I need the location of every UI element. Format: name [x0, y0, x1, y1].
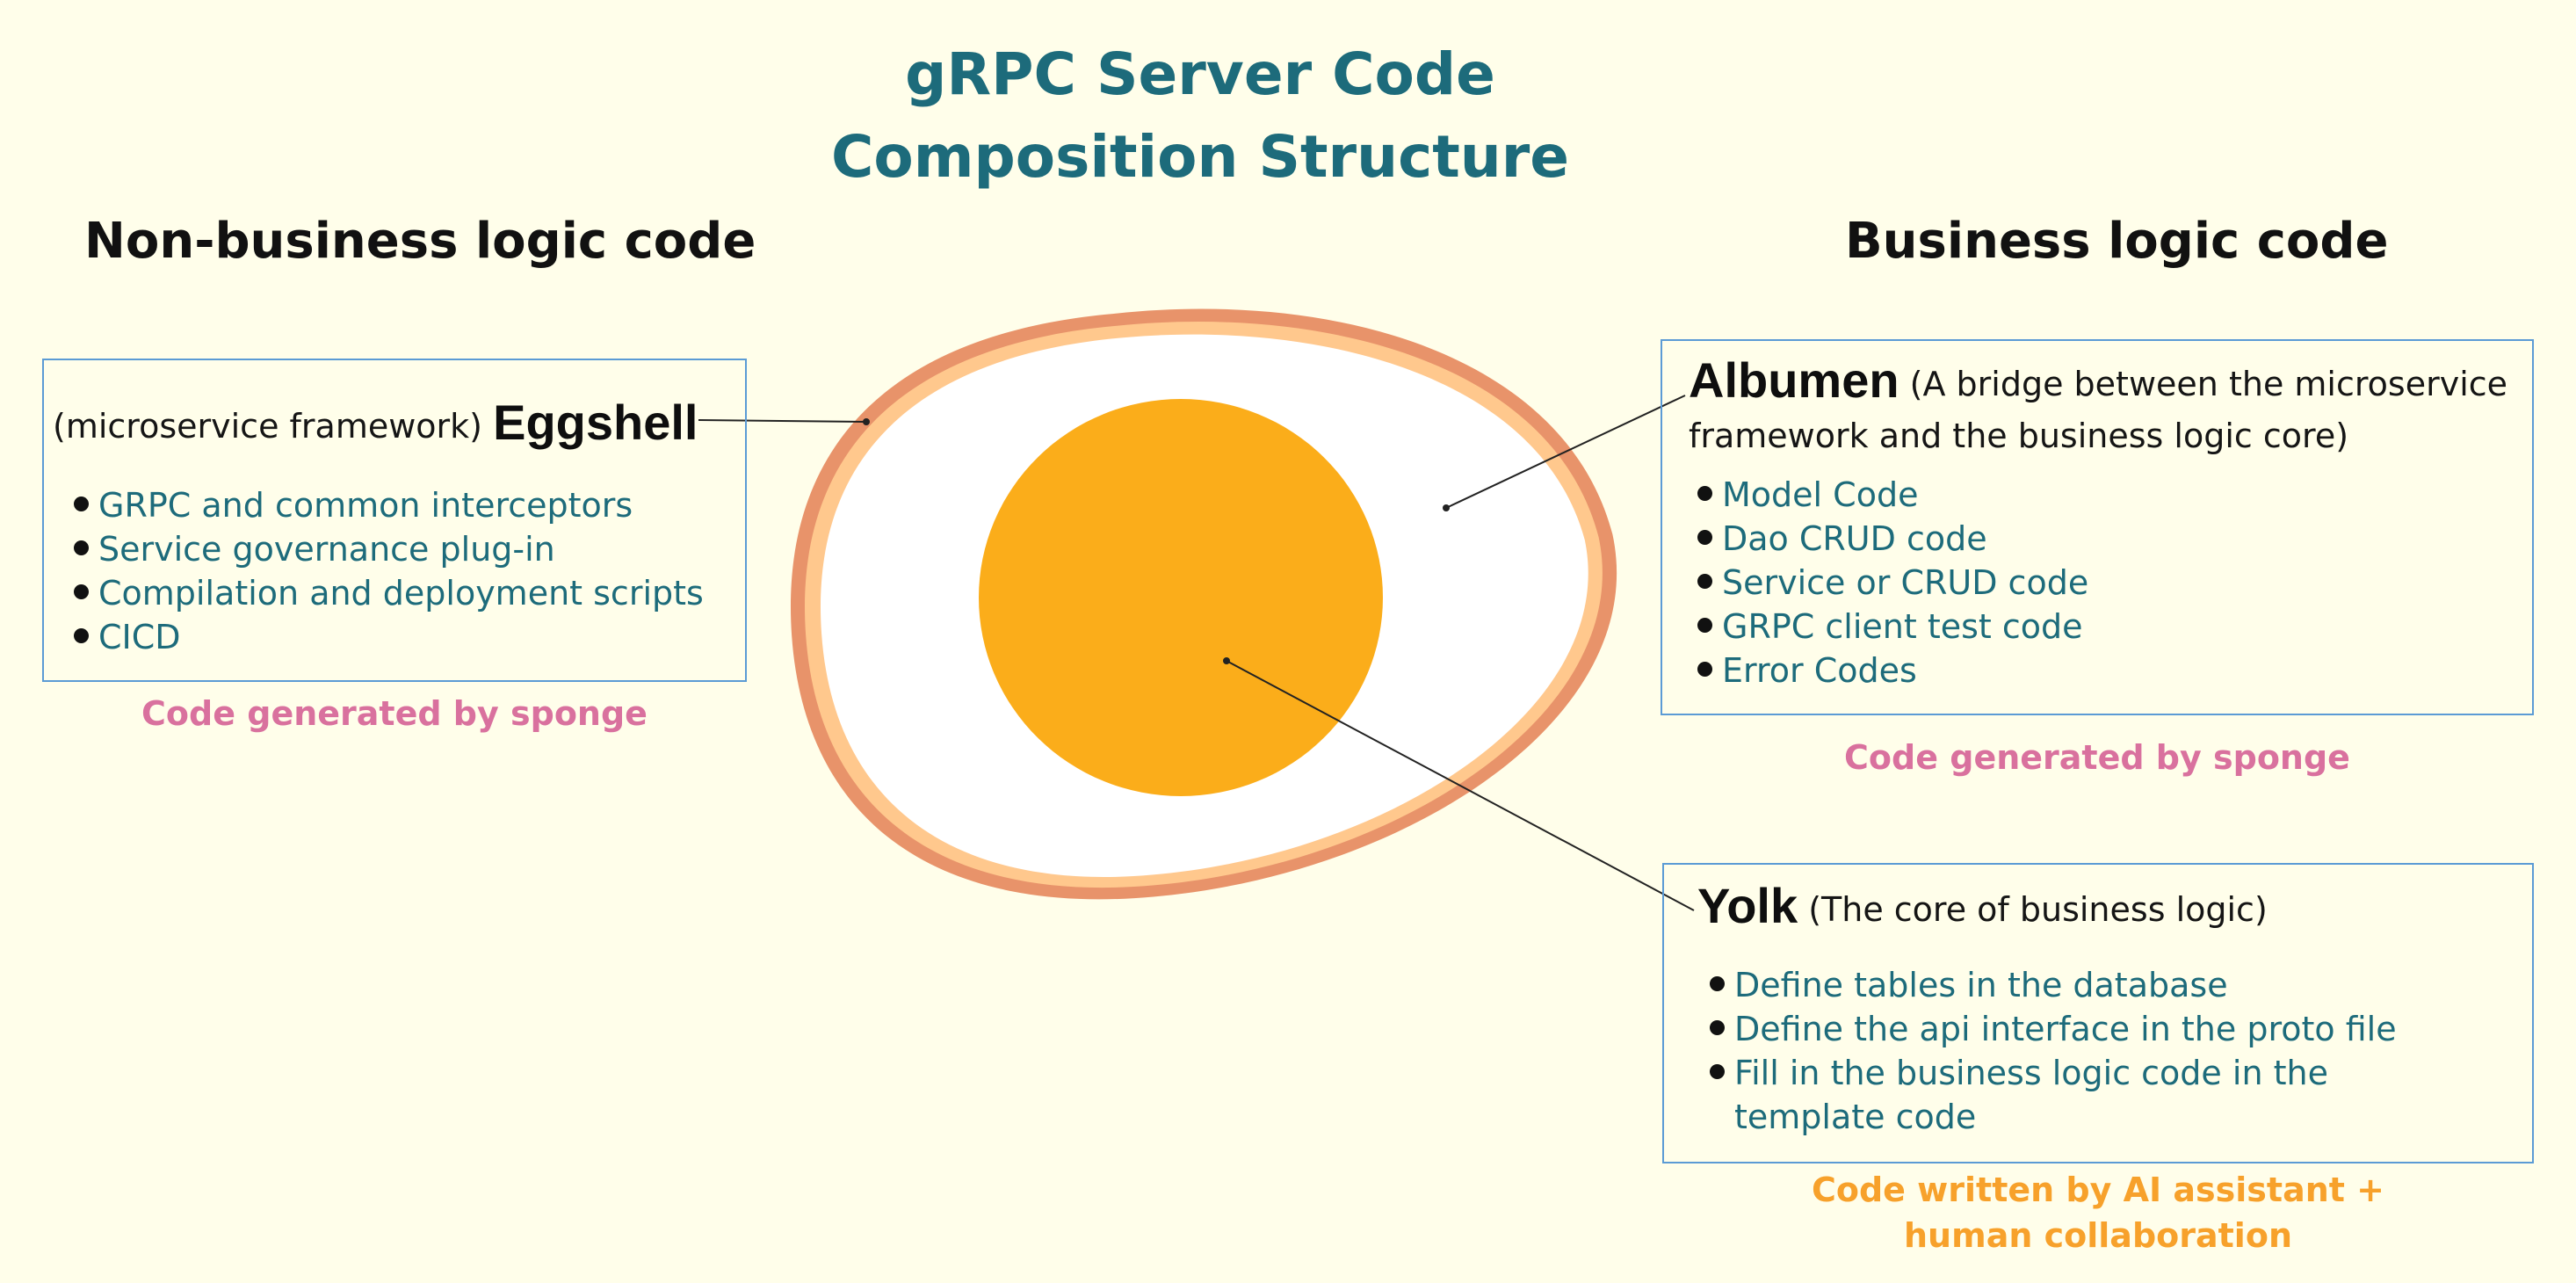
yolk-connector-dot [1223, 657, 1230, 664]
eggshell-list: GRPC and common interceptors Service gov… [72, 483, 704, 659]
albumen-desc-line-1: (A bridge between the microservice [1909, 365, 2508, 403]
bullet-dot-icon [74, 497, 89, 511]
list-item: Define the api interface in the proto fi… [1708, 1007, 2397, 1051]
title-line-1: gRPC Server Code [905, 40, 1495, 108]
list-item: GRPC client test code [1696, 605, 2088, 649]
albumen-connector [1445, 395, 1686, 509]
bullet-dot-icon [1697, 662, 1712, 677]
list-item: CICD [72, 615, 704, 659]
yolk-circle [979, 399, 1383, 796]
albumen-name: Albumen [1689, 352, 1899, 408]
bullet-dot-icon [74, 628, 89, 643]
bullet-dot-icon [1697, 530, 1712, 545]
yolk-caption-line-2: human collaboration [1904, 1216, 2292, 1255]
bullet-dot-icon [74, 584, 89, 599]
bullet-dot-icon [1697, 618, 1712, 633]
yolk-list: Define tables in the database Define the… [1708, 963, 2397, 1139]
albumen-connector-dot [1443, 504, 1450, 511]
diagram-title: gRPC Server Code Composition Structure [761, 33, 1639, 199]
eggshell-inner-layer [805, 322, 1603, 888]
albumen-desc-line-2: framework and the business logic core) [1689, 417, 2349, 455]
heading-business: Business logic code [1845, 213, 2389, 270]
list-item: Error Codes [1696, 649, 2088, 692]
list-item: Dao CRUD code [1696, 517, 2088, 561]
albumen-panel: Albumen (A bridge between the microservi… [1661, 339, 2534, 715]
yolk-panel: Yolk (The core of business logic) Define… [1662, 863, 2534, 1163]
eggshell-prefix: (microservice framework) [53, 407, 482, 446]
list-item: Service governance plug-in [72, 527, 704, 571]
title-line-2: Composition Structure [830, 123, 1570, 191]
albumen-shape [821, 334, 1588, 878]
list-item: GRPC and common interceptors [72, 483, 704, 527]
bullet-dot-icon [1710, 1064, 1725, 1079]
bullet-dot-icon [1710, 976, 1725, 991]
list-item: Model Code [1696, 473, 2088, 517]
eggshell-panel: (microservice framework) Eggshell GRPC a… [42, 359, 747, 682]
bullet-dot-icon [1697, 574, 1712, 589]
bullet-dot-icon [1697, 486, 1712, 501]
list-item: Define tables in the database [1708, 963, 2397, 1007]
yolk-desc: (The core of business logic) [1808, 890, 2268, 929]
albumen-list: Model Code Dao CRUD code Service or CRUD… [1696, 473, 2088, 692]
yolk-caption: Code written by AI assistant + human col… [1662, 1167, 2534, 1258]
yolk-connector [1226, 660, 1695, 911]
yolk-caption-line-1: Code written by AI assistant + [1811, 1171, 2385, 1209]
albumen-header: Albumen (A bridge between the microservi… [1689, 352, 2507, 409]
eggshell-connector-dot [863, 418, 870, 425]
eggshell-outer [791, 308, 1617, 900]
yolk-header: Yolk (The core of business logic) [1697, 877, 2268, 934]
list-item: Compilation and deployment scripts [72, 571, 704, 615]
bullet-dot-icon [1710, 1020, 1725, 1035]
yolk-name: Yolk [1697, 878, 1798, 933]
eggshell-caption: Code generated by sponge [141, 694, 648, 733]
eggshell-header: (microservice framework) Eggshell [53, 394, 698, 451]
list-item: Service or CRUD code [1696, 561, 2088, 605]
albumen-caption: Code generated by sponge [1844, 738, 2350, 777]
eggshell-name: Eggshell [493, 395, 698, 450]
heading-non-business: Non-business logic code [84, 213, 756, 270]
bullet-dot-icon [74, 540, 89, 555]
